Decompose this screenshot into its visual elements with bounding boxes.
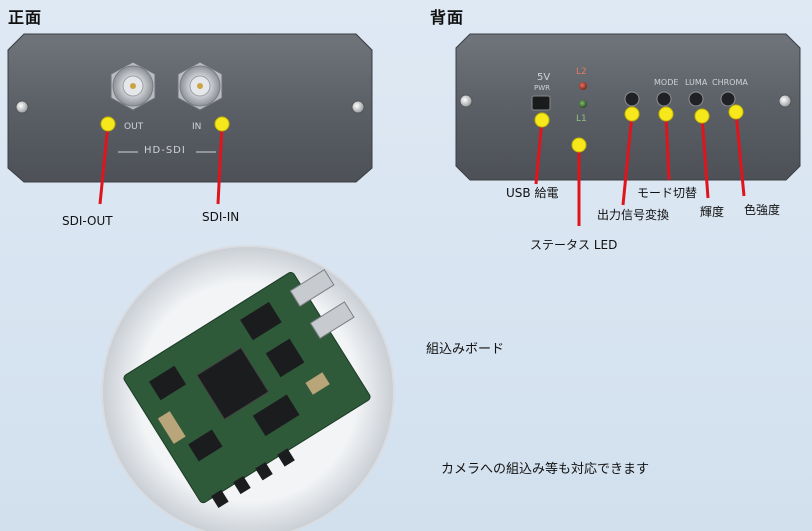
luma-label: LUMA: [685, 78, 708, 87]
screw-icon: [778, 94, 792, 108]
led-l2-label: L2: [576, 67, 587, 77]
port-in-label: IN: [192, 122, 202, 132]
bnc-connector-in-icon: [177, 61, 223, 111]
chroma-label: CHROMA: [712, 78, 748, 87]
callout-status-led: ステータス LED: [530, 238, 618, 252]
led-l1-label: L1: [576, 114, 587, 124]
callout-color-intensity: 色強度: [744, 203, 781, 217]
marker-icon: [694, 108, 710, 124]
hd-sdi-label: HD-SDI: [144, 145, 186, 156]
callout-brightness: 輝度: [700, 205, 725, 219]
chip-icon: [196, 347, 270, 421]
led-red-icon: [579, 82, 587, 90]
output-button-icon: [624, 91, 640, 107]
port-out-label: OUT: [124, 122, 144, 132]
board-photo: [101, 245, 395, 531]
screw-icon: [351, 100, 365, 114]
screw-icon: [15, 100, 29, 114]
back-panel: [455, 33, 801, 181]
led-green-icon: [579, 100, 587, 108]
usb-port-icon: [531, 95, 551, 111]
camera-note: カメラへの組込み等も対応できます: [441, 462, 650, 477]
callout-sdi-in: SDI-IN: [202, 210, 240, 224]
marker-icon: [571, 137, 587, 153]
bnc-connector-out-icon: [110, 61, 156, 111]
callout-mode-switch: モード切替: [637, 186, 698, 200]
front-panel: [7, 33, 373, 183]
marker-icon: [534, 112, 550, 128]
marker-icon: [624, 106, 640, 122]
screw-icon: [459, 94, 473, 108]
marker-icon: [214, 116, 230, 132]
luma-button-icon: [688, 91, 704, 107]
callout-sdi-out: SDI-OUT: [62, 214, 113, 228]
marker-icon: [100, 116, 116, 132]
leader-lines: [98, 111, 746, 226]
marker-icon: [728, 104, 744, 120]
callout-usb-power: USB 給電: [506, 186, 559, 200]
callout-markers: [100, 104, 744, 153]
front-heading: 正面: [8, 8, 43, 27]
mode-label: MODE: [654, 78, 679, 87]
pwr-label: PWR: [534, 84, 551, 92]
power-label: 5V: [537, 72, 551, 83]
board-label: 組込みボード: [426, 342, 505, 357]
mode-button-icon: [656, 91, 672, 107]
callout-output-convert: 出力信号変換: [597, 208, 670, 222]
marker-icon: [658, 106, 674, 122]
chroma-button-icon: [720, 91, 736, 107]
back-heading: 背面: [430, 8, 465, 27]
